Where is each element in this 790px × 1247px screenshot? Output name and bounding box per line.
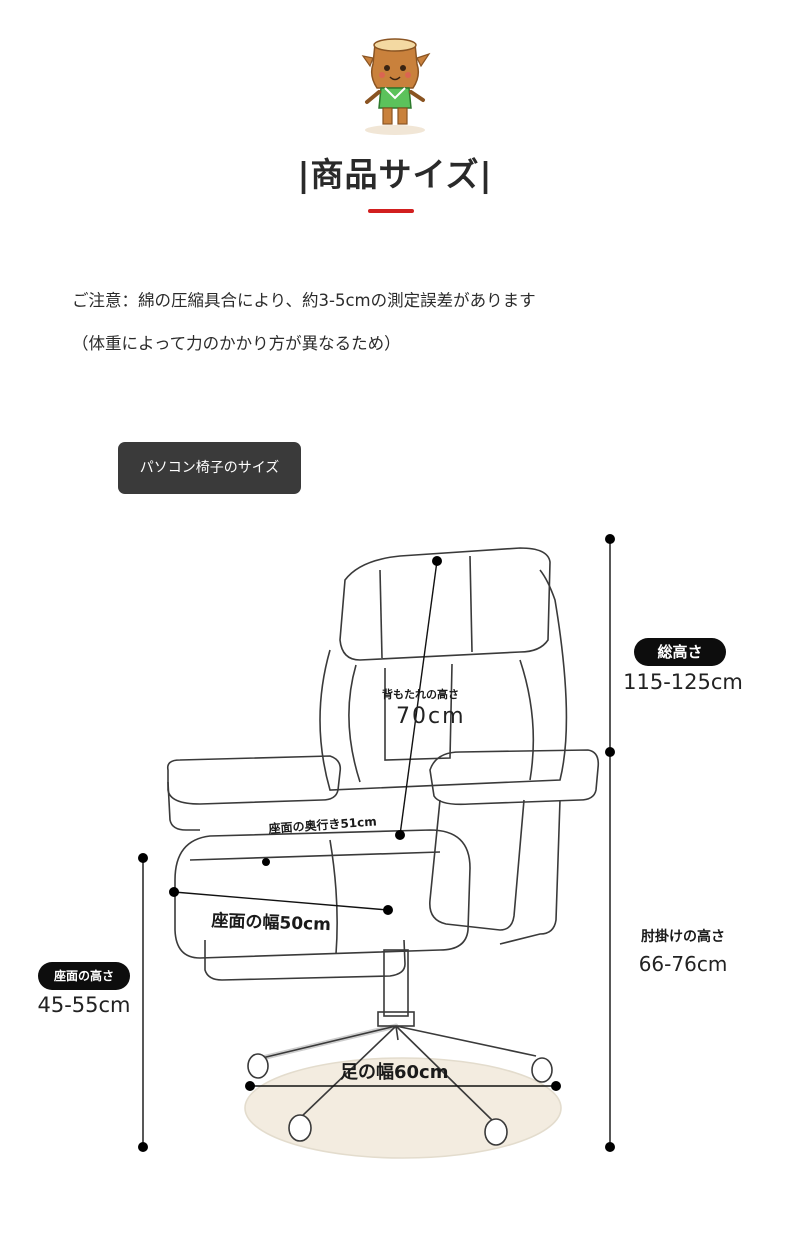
backrest-height-label: 背もたれの高さ <box>382 688 459 701</box>
measurement-note-reason: （体重によって力のかかり方が異なるため） <box>72 334 401 353</box>
page-title: |商品サイズ| <box>297 155 493 194</box>
total-height-label: 総高さ <box>634 638 726 666</box>
foot-width-label: 足の幅60cm <box>340 1062 449 1083</box>
backrest-height-value: 70cm <box>396 704 466 729</box>
measurement-note: ご注意：綿の圧縮具合により、約3-5cmの測定誤差があります <box>72 291 536 310</box>
seat-height-label: 座面の高さ <box>38 962 130 990</box>
armrest-height-label: 肘掛けの高さ <box>641 929 725 945</box>
armrest-height-value: 66-76cm <box>638 952 728 976</box>
seat-height-value: 45-55cm <box>37 993 131 1017</box>
title-underline <box>368 209 414 213</box>
seat-width-label: 座面の幅50cm <box>211 910 332 936</box>
tree-stump-mascot-icon <box>361 38 431 135</box>
section-label: パソコン椅子のサイズ <box>118 442 301 494</box>
total-height-value: 115-125cm <box>623 670 743 694</box>
office-chair-illustration <box>138 534 615 1159</box>
